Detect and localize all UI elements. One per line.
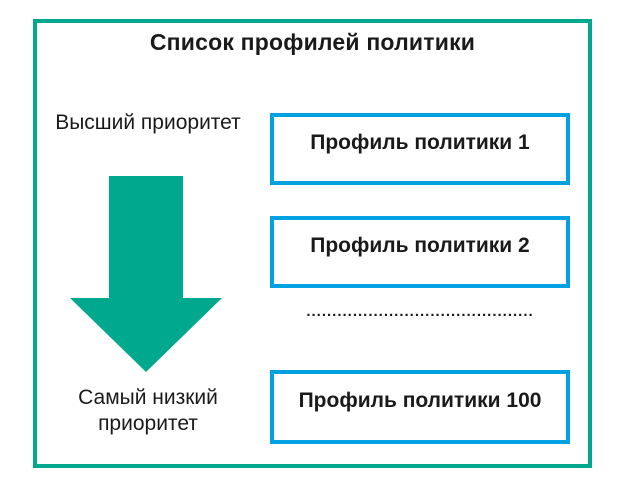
ellipsis-dots: ........................................… (306, 303, 534, 320)
policy-profile-box-100: Профиль политики 100 (270, 370, 570, 444)
diagram-frame: Список профилей политики Высший приорите… (33, 19, 592, 468)
policy-profile-box-1: Профиль политики 1 (270, 113, 570, 185)
lowest-priority-label: Самый низкий приоритет (78, 386, 218, 435)
priority-down-arrow-icon (70, 176, 222, 372)
policy-profile-box-2: Профиль политики 2 (270, 216, 570, 288)
diagram-title: Список профилей политики (149, 29, 476, 55)
highest-priority-label: Высший приоритет (55, 111, 241, 134)
